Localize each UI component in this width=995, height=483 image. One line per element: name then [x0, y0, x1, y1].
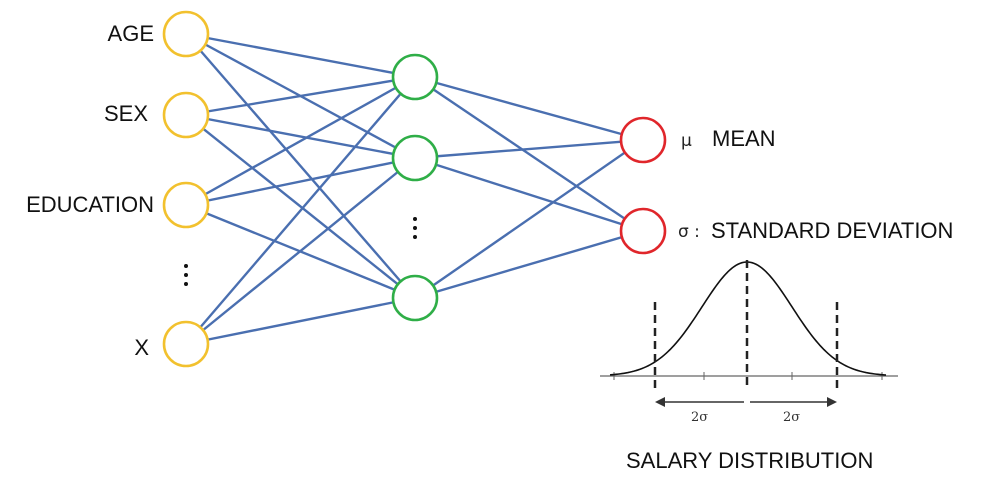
hidden-ellipsis	[412, 217, 418, 244]
hidden-node-2	[391, 134, 439, 182]
arrow-head-right	[827, 397, 837, 407]
input-label-age: AGE	[107, 21, 154, 46]
input-node-sex	[162, 91, 210, 139]
edge-hidden-0-output-1	[414, 76, 644, 232]
salary-distribution-plot	[600, 260, 898, 407]
edge-hidden-2-output-0	[414, 139, 644, 299]
input-node-x	[162, 320, 210, 368]
output-node-std	[619, 207, 667, 255]
edge-input-1-hidden-0	[185, 75, 416, 117]
edge-input-1-hidden-2	[185, 114, 416, 299]
edge-input-0-hidden-2	[185, 33, 416, 299]
edge-hidden-0-output-0	[414, 75, 644, 142]
edge-input-1-hidden-1	[185, 113, 416, 160]
input-ellipsis	[183, 264, 189, 291]
edge-input-0-hidden-0	[185, 32, 416, 79]
network-edges	[185, 32, 644, 346]
edge-input-3-hidden-1	[185, 157, 416, 345]
right-span-label: 2σ	[783, 410, 801, 425]
left-span-label: 2σ	[691, 410, 709, 425]
hidden-node-3	[391, 274, 439, 322]
input-label-x: X	[134, 335, 149, 360]
edge-hidden-2-output-1	[414, 229, 644, 300]
output-label-mean: MEAN	[712, 126, 776, 151]
input-node-education	[162, 181, 210, 229]
output-label-standard-deviation: STANDARD DEVIATION	[711, 218, 954, 243]
edge-hidden-1-output-0	[414, 138, 644, 160]
output-node-mean	[619, 116, 667, 164]
input-label-education: EDUCATION	[26, 192, 154, 217]
edge-hidden-1-output-1	[414, 156, 644, 233]
std-symbol: σ :	[678, 222, 700, 242]
input-node-age	[162, 10, 210, 58]
arrow-head-left	[655, 397, 665, 407]
hidden-node-1	[391, 53, 439, 101]
edge-input-3-hidden-2	[185, 296, 416, 346]
input-label-sex: SEX	[103, 101, 148, 126]
edge-input-3-hidden-0	[185, 76, 416, 345]
edge-input-2-hidden-1	[185, 156, 416, 207]
distribution-title: SALARY DISTRIBUTION	[626, 448, 874, 473]
edge-input-2-hidden-0	[185, 75, 416, 207]
network-nodes	[162, 10, 667, 368]
mean-symbol: μ	[681, 131, 692, 151]
